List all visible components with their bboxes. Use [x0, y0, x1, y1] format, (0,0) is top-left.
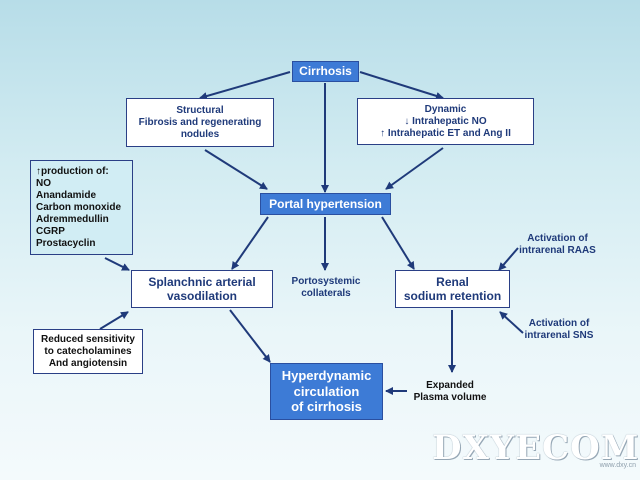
cirrhosis-box: Cirrhosis [292, 61, 359, 82]
arrow-cirrhosis-to-structural [199, 71, 291, 100]
expanded-plasma-volume-label: Expanded Plasma volume [405, 378, 495, 406]
reduced-line-3: And angiotensin [48, 357, 128, 369]
production-item: NO [36, 177, 51, 189]
raas-activation-label: Activation of intrarenal RAAS [510, 231, 605, 259]
splanchnic-vasodilation-box: Splanchnic arterial vasodilation [131, 270, 273, 308]
production-item: Anandamide [36, 189, 97, 201]
splanchnic-line-2: vasodilation [166, 289, 237, 303]
renal-line-1: Renal [436, 274, 469, 289]
watermark-url: www.dxy.cn [599, 462, 636, 469]
dynamic-title: Dynamic [424, 103, 467, 115]
raas-line-1: Activation of [527, 233, 588, 244]
production-item: Prostacyclin [36, 237, 96, 249]
production-item: CGRP [36, 225, 65, 237]
arrow-dynamic-to-portal [385, 147, 444, 190]
reduced-line-1: Reduced sensitivity [41, 333, 135, 345]
production-box: ↑production of: NO Anandamide Carbon mon… [30, 160, 133, 255]
arrow-production-to-splanchnic [104, 257, 130, 271]
dynamic-line-2: ↓ Intrahepatic NO [404, 115, 487, 127]
structural-box: Structural Fibrosis and regenerating nod… [126, 98, 274, 147]
hyperdynamic-line-3: of cirrhosis [291, 399, 362, 415]
dynamic-line-3: ↑ Intrahepatic ET and Ang II [380, 127, 511, 139]
hyperdynamic-circulation-box: Hyperdynamic circulation of cirrhosis [270, 363, 383, 420]
expanded-line-1: Expanded [426, 380, 474, 391]
arrow-splanchnic-to-hyperdynamic [229, 309, 271, 363]
hyperdynamic-line-1: Hyperdynamic [281, 368, 372, 384]
sns-line-1: Activation of [528, 318, 590, 329]
watermark-logo: DXYECOM [432, 428, 638, 468]
structural-line-2: Fibrosis and regenerating [138, 116, 262, 128]
sns-line-2: intrarenal SNS [524, 330, 594, 341]
reduced-sensitivity-box: Reduced sensitivity to catecholamines An… [33, 329, 143, 374]
portal-hypertension-label: Portal hypertension [269, 196, 382, 211]
production-item: Carbon monoxide [36, 201, 122, 213]
portal-hypertension-box: Portal hypertension [260, 193, 391, 215]
arrow-portal-to-renal [381, 216, 415, 270]
cirrhosis-label: Cirrhosis [299, 64, 352, 79]
structural-line-3: nodules [180, 128, 220, 140]
production-title: ↑production of: [36, 165, 109, 177]
arrow-portal-to-splanchnic [231, 216, 269, 270]
reduced-line-2: to catecholamines [44, 345, 132, 357]
hyperdynamic-line-2: circulation [293, 383, 360, 399]
renal-sodium-retention-box: Renal sodium retention [395, 270, 510, 308]
production-item: Adremmedullin [36, 213, 109, 225]
arrow-raas-to-renal [498, 247, 519, 271]
portosystemic-collaterals-label: Portosystemic collaterals [286, 274, 366, 302]
arrow-sns-to-renal [499, 311, 524, 334]
renal-line-2: sodium retention [403, 289, 502, 303]
arrow-cirrhosis-to-dynamic [359, 71, 444, 100]
arrow-reduced-to-splanchnic [99, 311, 129, 330]
arrow-structural-to-portal [204, 149, 268, 190]
sns-activation-label: Activation of intrarenal SNS [514, 316, 604, 344]
portosystemic-line-1: Portosystemic [291, 276, 361, 287]
dynamic-box: Dynamic ↓ Intrahepatic NO ↑ Intrahepatic… [357, 98, 534, 145]
expanded-line-2: Plasma volume [413, 392, 487, 403]
structural-title: Structural [176, 104, 224, 116]
portosystemic-line-2: collaterals [301, 288, 351, 299]
splanchnic-line-1: Splanchnic arterial [148, 274, 256, 289]
raas-line-2: intrarenal RAAS [519, 245, 596, 256]
